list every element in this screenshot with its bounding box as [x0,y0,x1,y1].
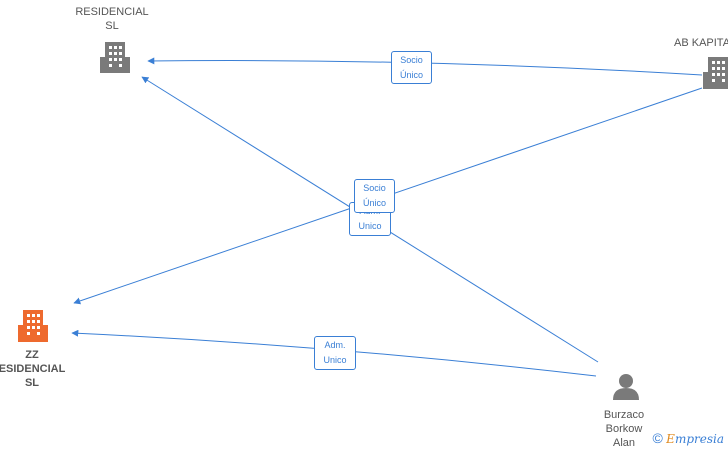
node-label-person: Burzaco Borkow Alan [603,409,645,449]
building-icon [703,57,728,89]
copyright-icon: © [652,430,663,446]
building-icon [100,42,130,73]
person-icon [613,374,639,400]
node-label-ab-kapital: AB KAPITA [674,37,728,49]
edge-label-socio-unico[interactable]: Socio Único [391,51,432,84]
edge-label-socio-unico[interactable]: Socio Único [354,179,395,213]
building-icon [18,310,48,342]
brand-logo: Empresia [666,432,724,446]
brand-footer: © Empresia [653,430,725,446]
node-label-zz-residencial: ZZ ESIDENCIAL SL [0,349,66,389]
node-label-residencial: RESIDENCIAL SL [75,6,149,32]
edge-label-adm-unico[interactable]: Adm. Unico [314,336,356,370]
